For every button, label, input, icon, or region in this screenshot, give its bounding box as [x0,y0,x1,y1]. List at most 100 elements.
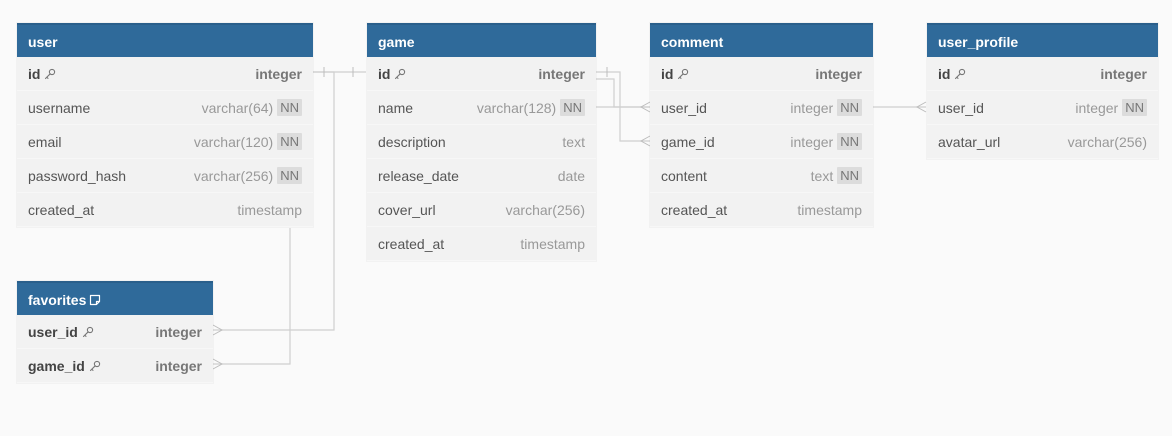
field-row[interactable]: id integer [367,57,596,91]
field-row[interactable]: description text [367,125,596,159]
link-user-comment-upper [596,78,650,108]
field-type: integer [155,358,202,374]
link-game-comment-game [596,71,650,142]
field-type-text: integer [1100,65,1147,82]
field-type-text: varchar(120) [193,133,274,150]
field-type-text: integer [790,133,834,150]
field-type-text: varchar(256) [193,167,274,184]
field-type-text: timestamp [520,235,585,252]
field-name-text: cover_url [378,201,436,218]
field-name: created_at [28,202,94,218]
table-header[interactable]: comment [650,23,873,57]
field-row[interactable]: created_at timestamp [367,227,596,261]
field-name: description [378,134,446,150]
field-type: varchar(256) [506,202,585,218]
field-name-text: id [28,65,41,82]
field-name: user_id [661,100,707,116]
table-header[interactable]: user [17,23,313,57]
field-name-text: id [661,65,674,82]
table-user[interactable]: user id integer username varchar(64)NN email… [17,23,313,227]
key-icon [45,68,56,79]
field-row[interactable]: release_date date [367,159,596,193]
field-type: integer [255,66,302,82]
not-null-badge: NN [837,167,862,184]
field-type: varchar(128)NN [477,99,585,116]
table-header[interactable]: user_profile [927,23,1158,57]
field-name-text: description [378,133,446,150]
field-name-text: release_date [378,167,459,184]
table-header[interactable]: favorites [17,281,213,315]
field-name-text: user_id [938,99,984,116]
field-name-text: id [378,65,391,82]
field-row[interactable]: id integer [927,57,1158,91]
key-icon [82,326,93,337]
not-null-badge: NN [837,133,862,150]
not-null-badge: NN [837,99,862,116]
field-row[interactable]: game_id integer [17,349,213,383]
field-type-text: integer [255,65,302,82]
field-name-text: created_at [28,201,95,218]
field-name-text: content [661,167,707,184]
field-row[interactable]: cover_url varchar(256) [367,193,596,227]
key-icon [89,360,100,371]
field-type: timestamp [520,236,585,252]
field-type-text: integer [538,65,585,82]
field-type: varchar(64)NN [202,99,302,116]
link-game-favorites [213,228,291,365]
field-row[interactable]: username varchar(64)NN [17,91,313,125]
field-type-text: varchar(256) [1067,133,1147,150]
field-name-text: game_id [28,357,85,374]
field-name: password_hash [28,168,126,184]
field-name: cover_url [378,202,436,218]
field-type-text: integer [790,99,834,116]
field-type: integer [155,324,202,340]
note-icon[interactable] [89,294,101,306]
field-row[interactable]: id integer [650,57,873,91]
field-type-text: date [557,167,585,184]
many-mark [639,101,651,113]
field-type: text [562,134,585,150]
field-name: user_id [938,100,984,116]
field-name-text: password_hash [28,167,127,184]
field-name: user_id [28,324,94,340]
field-type: integer [815,66,862,82]
field-name-text: created_at [378,235,445,252]
field-row[interactable]: created_at timestamp [17,193,313,227]
table-header[interactable]: game [367,23,596,57]
not-null-badge: NN [560,99,585,116]
not-null-badge: NN [277,99,302,116]
field-row[interactable]: user_id integer [17,315,213,349]
field-type: integer [538,66,585,82]
table-body: id integer username varchar(64)NN email varch… [17,57,313,227]
field-type-text: timestamp [237,201,302,218]
field-row[interactable]: id integer [17,57,313,91]
field-name: content [661,168,707,184]
field-name: game_id [661,134,715,150]
field-type: timestamp [797,202,862,218]
field-name: email [28,134,61,150]
field-type-text: varchar(64) [201,99,274,116]
field-name: username [28,100,90,116]
many-mark [212,358,224,370]
field-name-text: id [938,65,951,82]
field-type-text: integer [1075,99,1119,116]
field-type-text: text [810,167,834,184]
